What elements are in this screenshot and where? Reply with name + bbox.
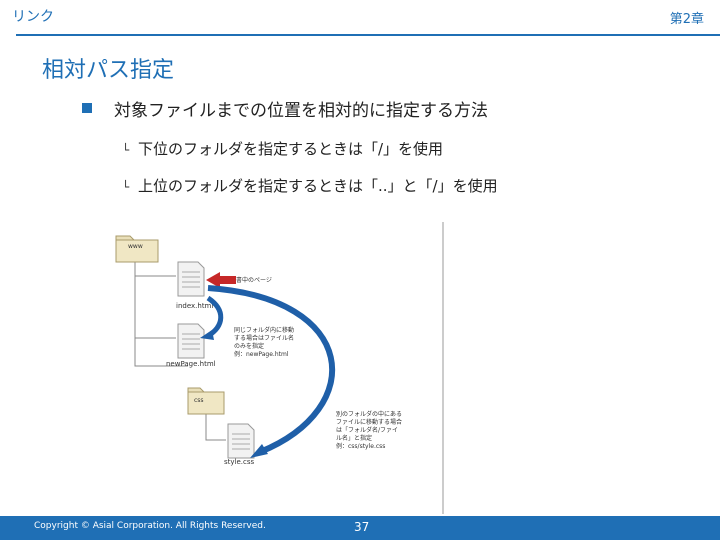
note-same-line-3: のみを指定 [234,342,264,350]
header-divider [16,34,720,36]
file-newpage-icon [177,323,205,359]
sub-bullet-2-text: 上位のフォルダを指定するときは「..」と「/」を使用 [138,177,498,195]
sub-bullet-1: └ 下位のフォルダを指定するときは「/」を使用 [122,138,443,159]
bullet-text: 対象ファイルまでの位置を相対的に指定する方法 [114,101,488,121]
file-newpage-label: newPage.html [166,360,216,368]
file-index-icon [177,261,205,297]
note-sub-line-3: は「フォルダ名/ファイ [336,426,398,434]
header-section-label: リンク [12,9,54,25]
corner-arrow-icon: └ [122,180,130,194]
folder-www-label: www [128,243,143,250]
note-same-line-2: する場合はファイル名 [234,334,294,342]
file-style-label: style.css [224,458,255,466]
header-chapter-label: 第2章 [669,12,704,27]
red-arrow-icon [206,272,236,288]
note-sub-line-1: 別のフォルダの中にある [336,410,402,418]
footer-copyright: Copyright © Asial Corporation. All Right… [34,521,266,531]
file-index-label: index.html [176,302,213,310]
folder-css-icon [187,387,225,415]
note-current-page: 書中のページ [236,276,272,284]
sub-bullet-1-text: 下位のフォルダを指定するときは「/」を使用 [138,140,444,158]
note-sub-folder: 別のフォルダの中にある ファイルに移動する場合 は「フォルダ名/ファイ ル名」と… [336,410,404,450]
note-sub-line-5: 例：css/style.css [336,442,385,450]
note-same-line-4: 例：newPage.html [234,350,289,358]
blue-arrowhead-icon [200,330,214,340]
corner-arrow-icon: └ [122,143,130,157]
blue-arrowhead-icon [250,444,268,458]
folder-css-label: css [194,397,204,404]
slide-title: 相対パス指定 [42,58,175,83]
folder-www-icon [115,235,159,263]
page-number: 37 [354,520,370,534]
note-sub-line-2: ファイルに移動する場合 [336,418,402,426]
footer-bar: Copyright © Asial Corporation. All Right… [0,516,720,540]
note-sub-line-4: ル名」と指定 [336,434,372,442]
bullet-square-icon [82,103,92,113]
sub-bullet-2: └ 上位のフォルダを指定するときは「..」と「/」を使用 [122,175,498,196]
blue-arrow-sub-folder [207,285,336,455]
note-same-folder: 同じフォルダ内に移動 する場合はファイル名 のみを指定 例：newPage.ht… [234,326,296,358]
folder-structure-diagram: www index.html newPage.html css style.cs… [108,218,448,518]
file-style-icon [227,423,255,459]
note-same-line-1: 同じフォルダ内に移動 [234,326,294,334]
tree-lines [134,262,226,441]
